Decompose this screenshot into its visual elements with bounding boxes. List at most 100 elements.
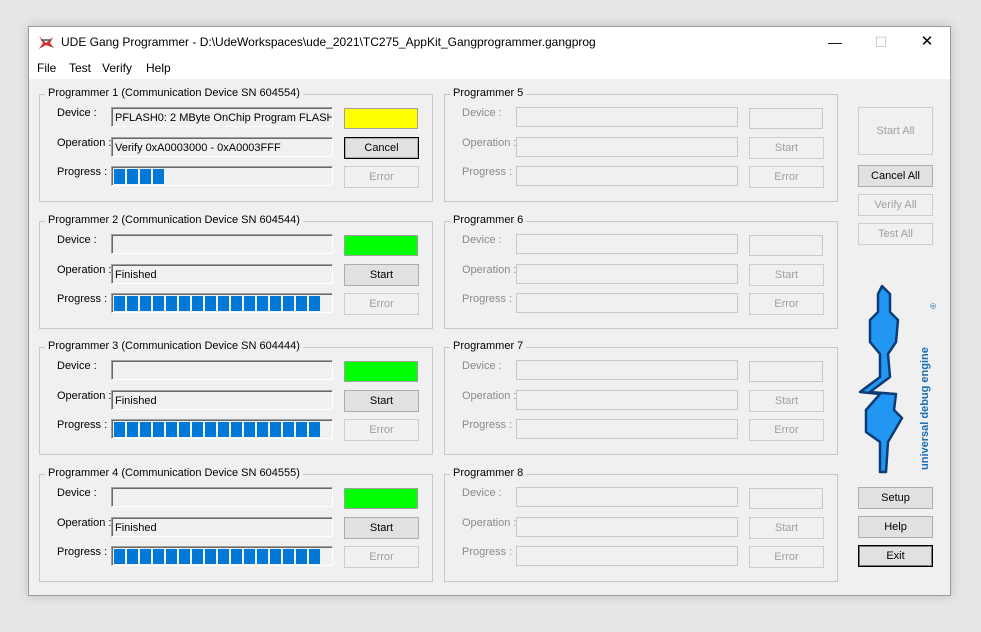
progress-segment: [231, 422, 242, 437]
progress-segment: [270, 549, 281, 564]
progress-segment: [192, 296, 203, 311]
progress-segment: [192, 422, 203, 437]
progress-segment: [257, 422, 268, 437]
device-label: Device :: [57, 234, 97, 246]
group-title: Programmer 2 (Communication Device SN 60…: [45, 214, 303, 226]
progress-segment: [283, 296, 294, 311]
operation-field: Finished: [111, 390, 333, 410]
device-field: PFLASH0: 2 MByte OnChip Program FLASH: [111, 107, 333, 127]
status-indicator: [344, 488, 418, 509]
progress-segment: [127, 549, 138, 564]
device-field: [516, 234, 738, 254]
progress-segment: [257, 296, 268, 311]
group-frame: [444, 347, 838, 455]
progress-segment: [192, 549, 203, 564]
device-field: [516, 107, 738, 127]
test-all-button[interactable]: Test All: [858, 223, 933, 245]
progress-bar: [111, 419, 333, 439]
progress-segment: [166, 549, 177, 564]
progress-label: Progress :: [462, 546, 513, 558]
error-button[interactable]: Error: [749, 293, 824, 315]
progress-fill: [114, 549, 332, 564]
help-button[interactable]: Help: [858, 516, 933, 538]
progress-segment: [205, 549, 216, 564]
menu-help[interactable]: Help: [146, 61, 171, 75]
operation-label: Operation :: [57, 390, 112, 402]
menu-bar: File Test Verify Help: [29, 57, 950, 79]
progress-segment: [218, 549, 229, 564]
ude-logo: universal debug engine ®: [858, 284, 938, 474]
device-label: Device :: [462, 487, 502, 499]
start-all-button[interactable]: Start All: [858, 107, 933, 155]
group-title: Programmer 7: [450, 340, 527, 352]
progress-segment: [114, 169, 125, 184]
device-label: Device :: [462, 360, 502, 372]
device-label: Device :: [462, 107, 502, 119]
group-title: Programmer 5: [450, 87, 527, 99]
progress-segment: [179, 549, 190, 564]
progress-bar: [111, 293, 333, 313]
start-button[interactable]: Start: [749, 390, 824, 412]
menu-file[interactable]: File: [37, 61, 57, 75]
close-button[interactable]: ✕: [920, 33, 934, 50]
start-button[interactable]: Start: [749, 264, 824, 286]
progress-segment: [244, 549, 255, 564]
progress-label: Progress :: [57, 419, 108, 431]
operation-label: Operation :: [57, 264, 112, 276]
verify-all-button[interactable]: Verify All: [858, 194, 933, 216]
status-indicator: [344, 108, 418, 129]
progress-segment: [166, 296, 177, 311]
operation-field: Verify 0xA0003000 - 0xA0003FFF: [111, 137, 333, 157]
error-button[interactable]: Error: [344, 166, 419, 188]
start-button[interactable]: Start: [749, 517, 824, 539]
progress-segment: [140, 296, 151, 311]
progress-bar: [516, 546, 738, 566]
status-indicator: [749, 235, 823, 256]
progress-fill: [519, 296, 737, 311]
error-button[interactable]: Error: [749, 546, 824, 568]
progress-bar: [111, 546, 333, 566]
maximize-button[interactable]: ☐: [874, 34, 888, 50]
progress-segment: [309, 549, 320, 564]
minimize-button[interactable]: —: [828, 34, 842, 50]
progress-segment: [179, 296, 190, 311]
error-button[interactable]: Error: [344, 293, 419, 315]
progress-segment: [166, 422, 177, 437]
start-button[interactable]: Start: [749, 137, 824, 159]
programmer-1-group: Programmer 1 (Communication Device SN 60…: [39, 87, 433, 202]
operation-field: [516, 264, 738, 284]
menu-verify[interactable]: Verify: [102, 61, 133, 75]
programmer-4-group: Programmer 4 (Communication Device SN 60…: [39, 467, 433, 582]
progress-segment: [296, 296, 307, 311]
progress-segment: [296, 549, 307, 564]
start-button[interactable]: Start: [344, 517, 419, 539]
progress-fill: [519, 549, 737, 564]
error-button[interactable]: Error: [344, 546, 419, 568]
status-indicator: [344, 235, 418, 256]
cancel-button[interactable]: Cancel: [344, 137, 419, 159]
error-button[interactable]: Error: [749, 419, 824, 441]
cancel-all-button[interactable]: Cancel All: [858, 165, 933, 187]
progress-bar: [111, 166, 333, 186]
progress-segment: [140, 549, 151, 564]
device-field: [111, 234, 333, 254]
menu-test[interactable]: Test: [69, 61, 92, 75]
progress-segment: [153, 169, 164, 184]
progress-segment: [257, 549, 268, 564]
error-button[interactable]: Error: [749, 166, 824, 188]
start-button[interactable]: Start: [344, 264, 419, 286]
exit-button[interactable]: Exit: [858, 545, 933, 567]
operation-field: Finished: [111, 264, 333, 284]
group-title: Programmer 8: [450, 467, 527, 479]
progress-fill: [519, 422, 737, 437]
title-bar: UDE Gang Programmer - D:\UdeWorkspaces\u…: [29, 27, 950, 57]
progress-fill: [114, 169, 332, 184]
error-button[interactable]: Error: [344, 419, 419, 441]
progress-segment: [270, 422, 281, 437]
progress-segment: [283, 549, 294, 564]
setup-button[interactable]: Setup: [858, 487, 933, 509]
start-button[interactable]: Start: [344, 390, 419, 412]
status-indicator: [749, 108, 823, 129]
progress-segment: [218, 296, 229, 311]
status-indicator: [749, 361, 823, 382]
